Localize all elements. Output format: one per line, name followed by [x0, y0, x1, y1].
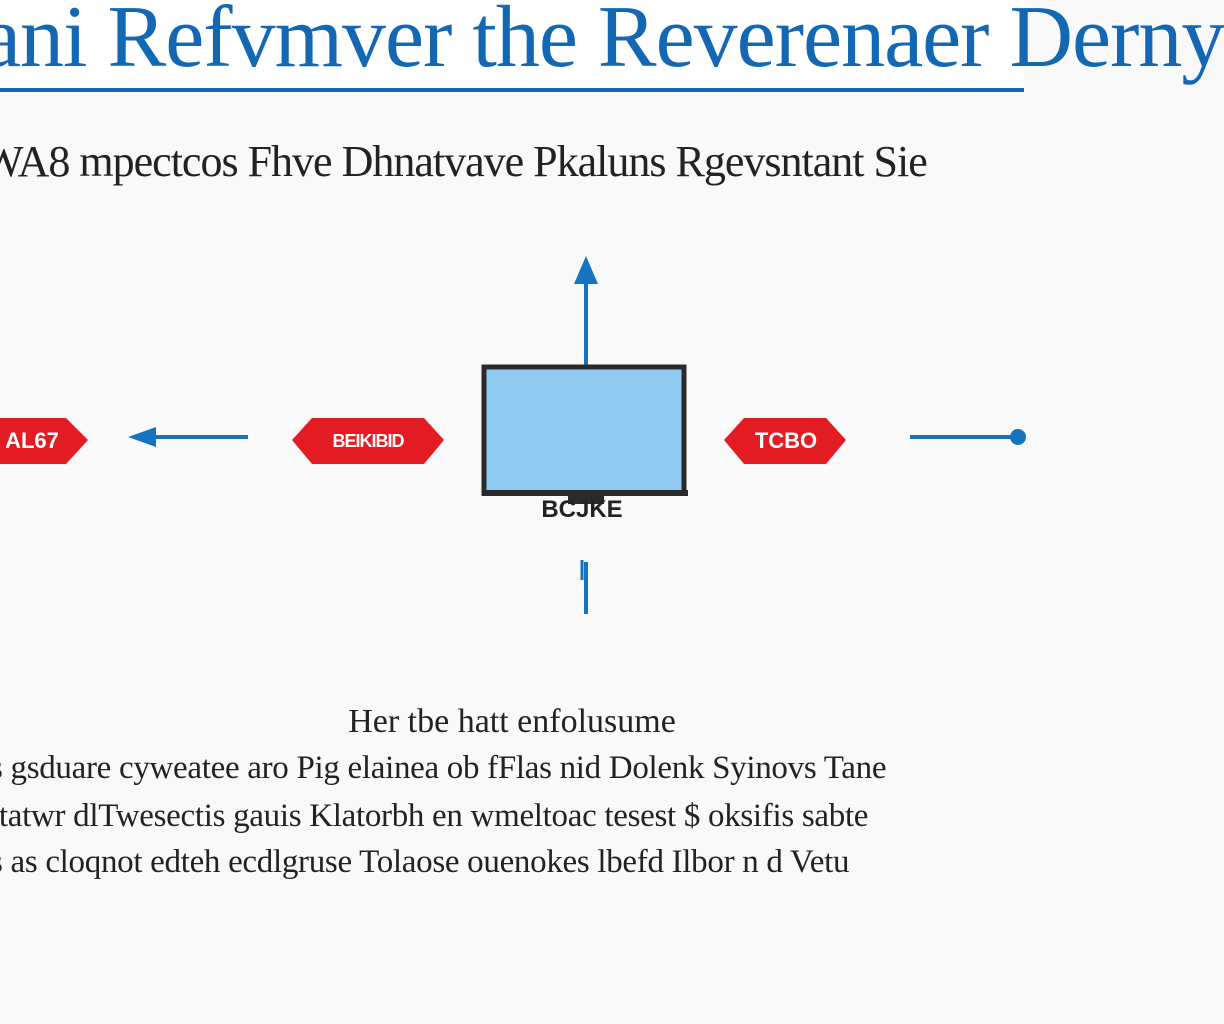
page-title: ani Refvmver the Reverenaer Derny [0, 0, 1224, 86]
down-connector [580, 560, 588, 614]
body-line-3: s as cloqnot edteh ecdlgruse Tolaose oue… [0, 844, 850, 880]
tag-label-left: AL67 [5, 428, 59, 453]
header-background: ani Refvmver the Reverenaer Derny [0, 0, 1224, 88]
up-arrow [574, 256, 598, 368]
left-arrow [128, 427, 248, 447]
subtitle: WA8 mpectcos Fhve Dhnatvave Pkaluns Rgev… [0, 137, 928, 186]
tag-label-right: TCBO [754, 428, 818, 453]
tag-label-center: BEIKIBID [332, 431, 404, 451]
monitor-label: BCJKE [541, 496, 623, 523]
body-line-1: s gsduare cyweatee aro Pig elainea ob fF… [0, 750, 887, 786]
header-bar: ani Refvmver the Reverenaer Derny [0, 0, 1224, 92]
monitor-icon [481, 364, 688, 504]
tag-shape-center [292, 418, 444, 464]
body-line-2: ttatwr dlTwesectis gauis Klatorbh en wme… [0, 798, 869, 834]
tag-shape-right [724, 418, 846, 464]
caption: Her tbe hatt enfolusume [348, 703, 676, 740]
tag-shape-left [0, 418, 88, 464]
right-arrow [910, 429, 1026, 445]
diagram [0, 256, 1026, 614]
